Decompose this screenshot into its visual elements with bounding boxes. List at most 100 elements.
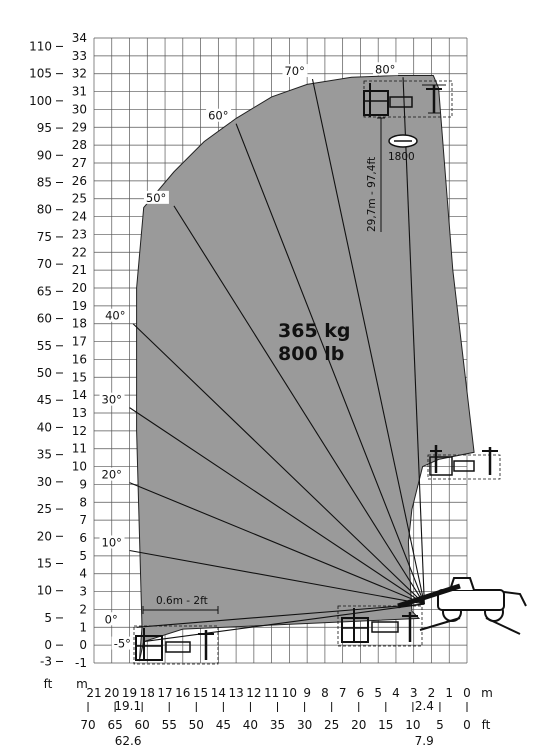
angle-label-bg [99,535,125,549]
y-tick-m: 33 [72,49,87,63]
y-tick-ft: 80 [37,203,52,217]
y-tick-ft: 90 [37,148,52,162]
angle-label: 60° [208,109,228,123]
x-tick-ft: 55 [162,718,177,732]
angle-line [136,603,425,628]
x-special-ft: 62.6 [115,734,142,748]
x-tick-m: 11 [264,686,279,700]
low-basket-icon [133,625,219,665]
angle-label-bg [373,62,399,76]
x-tick-m: 0 [463,686,471,700]
angle-line [132,323,425,605]
y-tick-m: 17 [72,335,87,349]
y-tick-m: 0 [79,638,87,652]
x-tick-m: 9 [303,686,311,700]
y-tick-ft: 100 [29,94,52,108]
y-tick-m: 2 [79,602,87,616]
y-tick-m: 21 [72,263,87,277]
y-tick-m: 10 [72,460,87,474]
telehandler-icon [397,577,527,635]
x-tick-ft: 35 [270,718,285,732]
y-tick-ft: 30 [37,475,52,489]
y-tick-ft: 70 [37,257,52,271]
x-tick-m: 18 [140,686,155,700]
annotations: 0.6m - 2ft 29,7m - 97,4ft 1800 365 kg 80… [156,151,415,607]
angle-label: 10° [102,536,122,550]
angle-lines: -5°0°10°20°30°40°50°60°70°80° [99,62,425,651]
angle-label-bg [103,308,129,322]
x-tick-m: 15 [193,686,208,700]
y-tick-m: 22 [72,245,87,259]
angle-label: 20° [102,468,122,482]
y-tick-m: 24 [72,210,87,224]
angle-label-bg [111,636,137,650]
y-tick-ft: 110 [29,39,52,53]
y-tick-m: 29 [72,120,87,134]
x-tick-ft: 60 [135,718,150,732]
x-tick-ft: 50 [189,718,204,732]
y-tick-m: 4 [79,567,87,581]
load-lb-label: 800 lb [278,343,344,365]
angle-line [311,78,425,605]
y-tick-m: 28 [72,138,87,152]
y-tick-ft: 0 [44,638,52,652]
y-tick-ft: 20 [37,529,52,543]
angle-label: 30° [102,393,122,407]
angle-label: 50° [146,191,166,205]
x-special-m: 19.1 [114,699,141,713]
x-tick-ft: 65 [107,718,122,732]
x-tick-m: 8 [321,686,329,700]
x-tick-m: 7 [339,686,347,700]
angle-label: -5° [114,637,131,651]
x-special-ft: 7.9 [415,734,434,748]
angle-line [129,407,425,605]
y-tick-m: 25 [72,192,87,206]
angle-line [129,549,425,605]
angle-label-bg [282,64,308,78]
axis-labels: -101234567891011121314151617181920212223… [29,31,493,748]
x-tick-m: 12 [246,686,261,700]
y-tick-m: 11 [72,442,87,456]
y-tick-ft: 50 [37,366,52,380]
y-tick-m: 1 [79,620,87,634]
y-tick-m: 20 [72,281,87,295]
y-tick-ft: 65 [37,284,52,298]
y-tick-m: 7 [79,513,87,527]
y-tick-m: 19 [72,299,87,313]
y-unit-m: m [76,677,88,691]
y-tick-ft: 95 [37,121,52,135]
x-tick-ft: 70 [80,718,95,732]
y-tick-ft: -3 [40,654,52,668]
y-tick-m: 13 [72,406,87,420]
y-tick-ft: 55 [37,339,52,353]
x-tick-ft: 30 [297,718,312,732]
x-tick-ft: 15 [378,718,393,732]
x-tick-m: 19 [122,686,137,700]
y-tick-m: 12 [72,424,87,438]
width-annotation: 0.6m - 2ft [156,595,208,607]
x-tick-ft: 10 [405,718,420,732]
x-tick-ft: 45 [216,718,231,732]
y-tick-ft: 105 [29,67,52,81]
platform-basket-icon [363,80,453,118]
rotation-annotation: 1800 [388,151,415,163]
worker-icon [427,445,501,480]
machine-figures [133,80,527,665]
angle-label: 80° [375,62,395,76]
y-tick-m: 5 [79,549,87,563]
x-tick-m: 5 [374,686,382,700]
x-special-m: 2.4 [415,699,434,713]
x-tick-ft: 25 [324,718,339,732]
x-tick-m: 14 [211,686,226,700]
angle-line [129,482,425,605]
y-tick-m: 14 [72,388,87,402]
x-tick-m: 4 [392,686,400,700]
x-tick-m: 3 [410,686,418,700]
height-annotation: 29,7m - 97,4ft [366,157,378,232]
y-tick-ft: 10 [37,584,52,598]
y-tick-m: 34 [72,31,87,45]
x-tick-ft: 5 [436,718,444,732]
angle-label-bg [206,108,232,122]
x-tick-ft: 0 [463,718,471,732]
y-tick-m: 6 [79,531,87,545]
